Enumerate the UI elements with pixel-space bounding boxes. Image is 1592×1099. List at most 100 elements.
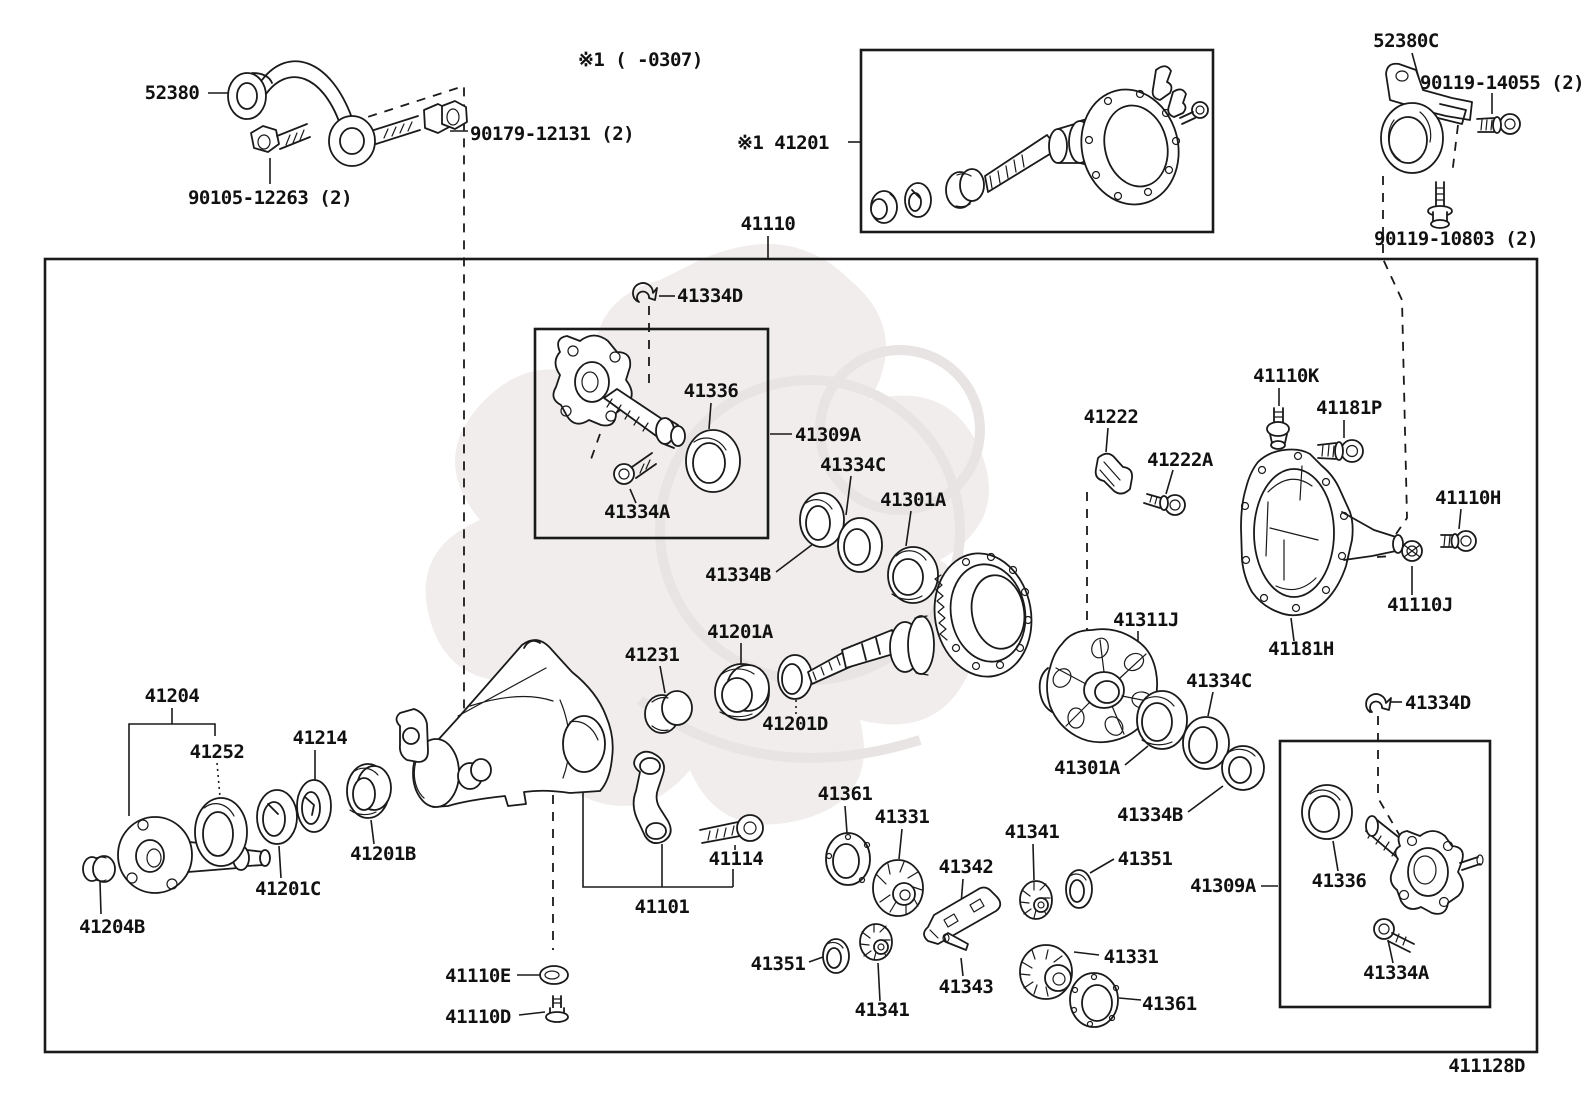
part-illustration-41311j-diff-case: [1038, 628, 1159, 744]
part-illustration-90179-nut: [423, 100, 468, 134]
part-illustration-41181h-cover: [1240, 448, 1404, 617]
part-illustration-41231-spacer: [644, 690, 693, 734]
part-illustration-41110k-breather-plug: [1266, 407, 1290, 450]
part-label-41309a-bottom: 41309A: [1190, 875, 1257, 897]
main-frame: [43, 257, 1539, 1054]
part-label-41110d: 41110D: [445, 1006, 511, 1028]
leader-lines: [99, 52, 1493, 1016]
part-illustration-41334b-seal-right: [1221, 745, 1265, 791]
part-label-90119-10803: 90119-10803 (2): [1374, 228, 1538, 250]
diagram-code: 411128D: [1448, 1055, 1525, 1077]
part-label-41351-left: 41351: [751, 953, 806, 975]
part-label-41301a-right: 41301A: [1054, 757, 1121, 779]
part-label-41201b: 41201B: [350, 843, 416, 865]
part-illustration-41331-side-gear-2: [1019, 944, 1073, 1000]
part-label-41334d-right: 41334D: [1405, 692, 1471, 714]
part-label-90119-14055: 90119-14055 (2): [1420, 72, 1584, 94]
part-label-41309a-top: 41309A: [795, 424, 862, 446]
part-label-41334a-bottom: 41334A: [1363, 962, 1430, 984]
part-illustration-41201d-washer: [777, 654, 813, 700]
part-label-41336-top: 41336: [684, 380, 739, 402]
part-illustration-41204b-damper: [82, 855, 116, 883]
part-label-41110e: 41110E: [445, 965, 511, 987]
part-label-41110h: 41110H: [1435, 487, 1501, 509]
part-label-41101: 41101: [635, 896, 690, 918]
part-label-41201d: 41201D: [762, 713, 828, 735]
part-label-90105-12263: 90105-12263 (2): [188, 187, 352, 209]
part-illustration-52380-cushion: [227, 60, 421, 167]
part-illustration-41222-lock-plate: [1094, 452, 1133, 495]
part-illustration-41341-pinion-gear-2: [859, 923, 893, 961]
part-illustration-41110h-bolt: [1440, 530, 1477, 552]
part-label-41252: 41252: [190, 741, 245, 763]
part-label-41343: 41343: [939, 976, 994, 998]
part-label-41231: 41231: [625, 644, 680, 666]
part-label-52380c: 52380C: [1373, 30, 1439, 52]
part-illustration-drive-pinion-and-ring-gear: [807, 552, 1033, 685]
part-illustration-41110j-nut: [1401, 540, 1423, 562]
part-label-41204b: 41204B: [79, 916, 145, 938]
part-illustration-41342-pinion-shaft: [923, 886, 1002, 945]
part-label-41341-2: 41341: [855, 999, 910, 1021]
part-label-41334a-top: 41334A: [604, 501, 671, 523]
inset-box-output-shaft-right: [1278, 739, 1492, 1009]
dotted-leader-lines: [216, 700, 797, 798]
part-label-41214: 41214: [293, 727, 348, 749]
part-illustration-41334c-race-right: [1182, 716, 1230, 770]
part-illustration-41110-carrier-housing: [395, 639, 614, 808]
part-illustration-41334b-seal-left: [799, 492, 845, 548]
part-label-41110j: 41110J: [1387, 594, 1453, 616]
part-illustration-41331-side-gear-1: [872, 859, 924, 917]
part-label-41222a: 41222A: [1147, 449, 1214, 471]
part-label-41201a: 41201A: [707, 621, 774, 643]
part-label-41222: 41222: [1084, 406, 1139, 428]
part-illustration-41181p-bolt: [1317, 439, 1364, 463]
part-label-41181p: 41181P: [1316, 397, 1382, 419]
part-illustration-41351-washer-left: [822, 938, 850, 974]
part-label-41361-1: 41361: [818, 783, 873, 805]
inset-box-drive-pinion-assy: [859, 48, 1215, 234]
part-illustration-41301a-bearing-right: [1136, 690, 1188, 750]
part-illustration-41201c-washer: [256, 789, 298, 845]
part-illustration-41334c-race-left: [837, 517, 883, 573]
part-illustration-90119-14055-bolt: [1476, 113, 1521, 135]
applicability-note: ※1 ( -0307): [578, 49, 703, 71]
part-illustration-41361-thrust-washer-2: [1069, 972, 1120, 1028]
part-illustration-41334d-clip-top: [632, 282, 658, 303]
part-illustration-90119-10803-bolt: [1427, 181, 1453, 229]
part-label-41331-1: 41331: [875, 806, 930, 828]
part-illustration-41201a-bearing: [714, 663, 770, 721]
part-illustration-90105-bolt: [250, 123, 311, 153]
part-label-90179-12131: 90179-12131 (2): [470, 123, 634, 145]
part-label-41334d-top: 41334D: [677, 285, 743, 307]
part-label-41110: 41110: [741, 213, 796, 235]
part-label-41204: 41204: [145, 685, 200, 707]
part-illustration-41252-seal: [194, 797, 248, 867]
part-illustration-41341-pinion-gear-1: [1019, 880, 1053, 920]
part-illustration-52380c-cushion: [1380, 62, 1473, 174]
part-label-41181h: 41181H: [1268, 638, 1334, 660]
part-illustration-41301a-bearing-left: [887, 546, 939, 604]
part-illustration-41351-washer-right: [1065, 869, 1093, 909]
part-illustration-41361-thrust-washer-1: [825, 832, 871, 886]
part-label-41341-1: 41341: [1005, 821, 1060, 843]
part-illustration-41201-drive-pinion-assy: [870, 65, 1209, 224]
part-label-41201: ※1 41201: [737, 132, 829, 154]
part-illustration-41222a-bolt: [1143, 493, 1186, 516]
part-label-41334c-right: 41334C: [1186, 670, 1252, 692]
part-illustration-41214-ring: [296, 779, 332, 833]
part-label-52380: 52380: [145, 82, 200, 104]
part-illustration-41334d-clip-right: [1365, 693, 1392, 713]
part-illustration-41110d-bolt: [545, 995, 569, 1023]
part-label-41334b-left: 41334B: [705, 564, 771, 586]
part-label-41201c: 41201C: [255, 878, 321, 900]
part-label-41342: 41342: [939, 856, 994, 878]
part-illustration-41343-pin: [942, 932, 969, 951]
part-label-41361-2: 41361: [1142, 993, 1197, 1015]
part-label-41334c-left: 41334C: [820, 454, 886, 476]
part-illustration-41201b-bearing: [346, 763, 392, 819]
part-label-41311j: 41311J: [1113, 609, 1179, 631]
part-label-41336-bottom: 41336: [1312, 870, 1367, 892]
